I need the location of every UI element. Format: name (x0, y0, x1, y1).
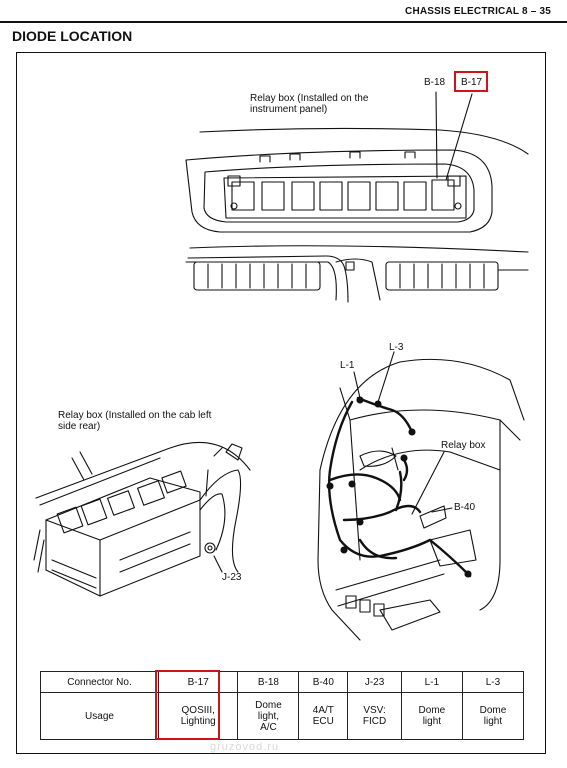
page-title: DIODE LOCATION (12, 28, 133, 44)
usage-line: ECU (312, 716, 334, 727)
b17-column-highlight (155, 670, 220, 740)
usage-line: 4A/T (312, 705, 334, 716)
connector-cell: B-18 (237, 671, 300, 693)
cab-wiring-drawing (317, 351, 525, 641)
usage-line: A/C (260, 721, 277, 733)
usage-cell: VSV: FICD (347, 692, 402, 740)
usage-line: light (422, 716, 442, 727)
usage-line: FICD (362, 716, 387, 727)
callout-b40: B-40 (454, 502, 476, 513)
header-section-label: CHASSIS ELECTRICAL 8 – 35 (405, 6, 551, 17)
usage-cell: Dome light (400, 692, 463, 740)
callout-l1: L-1 (340, 360, 355, 371)
top-relay-box-label-line2: instrument panel) (250, 104, 328, 115)
usage-cell: Dome light (461, 692, 525, 740)
usage-cell: QOSIII, Lighting (157, 692, 239, 740)
usage-cell: Dome light, A/C (237, 692, 300, 740)
usage-cell: 4A/T ECU (298, 692, 349, 740)
callout-b17-highlight (454, 71, 488, 92)
callout-j23: J-23 (222, 572, 242, 583)
row-header-usage: Usage (40, 692, 159, 740)
table-row-usage: Usage QOSIII, Lighting Dome light, A/C 4… (40, 692, 525, 740)
connector-cell: B-40 (298, 671, 349, 693)
usage-line: Dome (418, 705, 446, 716)
usage-line: light, (257, 710, 279, 722)
usage-line: Dome (479, 705, 507, 716)
callout-relay-box: Relay box (441, 440, 486, 451)
usage-line: QOSIII, (181, 705, 215, 716)
usage-line: Dome (255, 699, 282, 711)
connector-table: Connector No. B-17 B-18 B-40 J-23 L-1 L-… (40, 671, 525, 740)
usage-line: Lighting (180, 716, 216, 727)
table-row-connector: Connector No. B-17 B-18 B-40 J-23 L-1 L-… (40, 671, 525, 693)
watermark: gruzovod.ru (210, 741, 280, 753)
rear-relay-box-label-line1: Relay box (Installed on the cab left (58, 410, 212, 421)
connector-cell: L-3 (461, 671, 525, 693)
cab-rear-relay-box-drawing (33, 441, 251, 597)
callout-l3: L-3 (389, 342, 404, 353)
top-relay-box-label-line1: Relay box (Installed on the (250, 93, 369, 104)
row-header-connector: Connector No. (40, 671, 159, 693)
rear-relay-box-label-line2: side rear) (58, 421, 101, 432)
usage-line: VSV: (363, 705, 386, 716)
header-rule (0, 21, 567, 23)
callout-b18: B-18 (424, 77, 446, 88)
instrument-panel-drawing (185, 91, 529, 303)
figure-frame (16, 52, 546, 754)
connector-cell: L-1 (400, 671, 463, 693)
callout-b17: B-17 (461, 77, 483, 88)
connector-cell: J-23 (347, 671, 402, 693)
usage-line: light (483, 716, 503, 727)
